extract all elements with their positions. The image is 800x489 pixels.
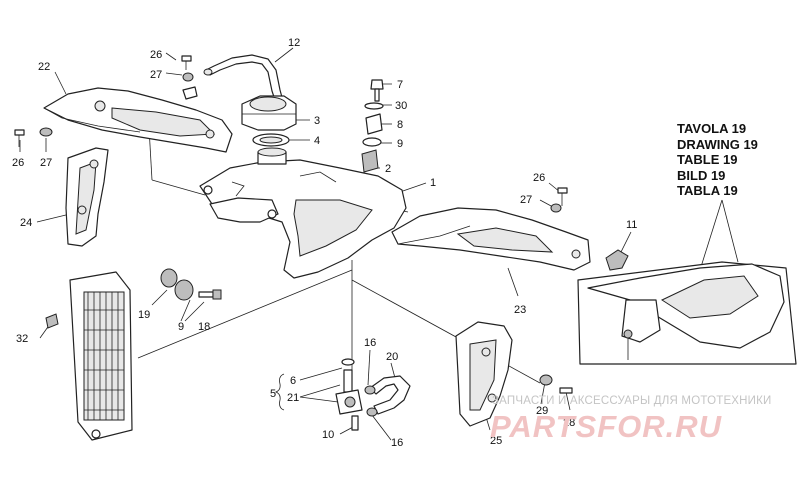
part-9-washer-top xyxy=(362,137,382,147)
callout-27-right: 27 xyxy=(520,194,532,206)
bolt-28 xyxy=(559,387,573,394)
callout-numbers: 12 26 27 22 7 30 8 9 2 3 4 1 26 27 24 32… xyxy=(12,37,637,449)
watermark-text: ЗАПЧАСТИ И АКСЕССУАРЫ ДЛЯ МОТОТЕХНИКИ xyxy=(492,395,772,407)
reference-line-drawing: DRAWING 19 xyxy=(677,136,758,152)
callout-1: 1 xyxy=(430,177,436,189)
callout-16-bottom: 16 xyxy=(391,437,403,449)
callout-9-top: 9 xyxy=(397,138,403,150)
callout-29: 29 xyxy=(536,405,548,417)
reference-line-tavola: TAVOLA 19 xyxy=(677,121,747,136)
callout-5-brace xyxy=(274,373,285,411)
part-32-clip xyxy=(45,313,59,329)
callout-20: 20 xyxy=(386,351,398,363)
bolt-26-top xyxy=(181,55,192,70)
washer-27-left xyxy=(39,127,53,137)
part-25-side-panel xyxy=(455,321,513,427)
callout-30: 30 xyxy=(395,100,407,112)
callout-27-top: 27 xyxy=(150,69,162,81)
clip-near-22 xyxy=(182,86,198,100)
callout-23: 23 xyxy=(514,304,526,316)
bolt-26-left xyxy=(14,129,25,147)
washer-27-right xyxy=(550,203,562,213)
part-22-left-tank-cover xyxy=(43,87,233,153)
reference-line-table: TABLE 19 xyxy=(677,152,738,167)
callout-27-left: 27 xyxy=(40,157,52,169)
part-4-gasket xyxy=(252,133,290,147)
callout-2: 2 xyxy=(385,163,391,175)
callout-4: 4 xyxy=(314,135,320,147)
part-8-spacer xyxy=(365,113,383,135)
callout-24: 24 xyxy=(20,217,32,229)
washer-27-top xyxy=(182,72,194,82)
drawing-reference-block: TAVOLA 19 DRAWING 19 TABLE 19 BILD 19 TA… xyxy=(677,121,758,199)
part-11-bracket xyxy=(605,249,629,271)
reference-line-bild: BILD 19 xyxy=(677,167,726,183)
part-3-filler-cap xyxy=(241,95,297,131)
detail-inset xyxy=(577,261,797,365)
bolt-26-right xyxy=(557,187,568,206)
petcock-assembly xyxy=(335,358,363,431)
callout-19: 19 xyxy=(138,309,150,321)
callout-6: 6 xyxy=(290,375,296,387)
callout-26-right: 26 xyxy=(533,172,545,184)
callout-8: 8 xyxy=(397,119,403,131)
callout-21: 21 xyxy=(287,392,299,404)
part-30-washer xyxy=(364,102,384,110)
part-19-rubber xyxy=(160,268,178,288)
callout-22: 22 xyxy=(38,61,50,73)
part-23-right-tank-cover xyxy=(391,207,591,271)
callout-18: 18 xyxy=(198,321,210,333)
callout-32: 32 xyxy=(16,333,28,345)
callout-7: 7 xyxy=(397,79,403,91)
part-9-bushing xyxy=(174,279,194,301)
part-7-bolt xyxy=(370,79,384,102)
callout-11: 11 xyxy=(626,219,637,231)
callout-9-mid: 9 xyxy=(178,321,184,333)
part-16-clamps xyxy=(364,385,378,417)
radiator xyxy=(69,271,133,441)
callout-25: 25 xyxy=(490,435,502,447)
callout-26-left: 26 xyxy=(12,157,24,169)
callout-10: 10 xyxy=(322,429,334,441)
part-20-fuel-hose xyxy=(369,375,411,415)
part-1-fuel-tank xyxy=(199,147,407,279)
part-2-rubber-mount xyxy=(361,149,379,173)
callout-16-top: 16 xyxy=(364,337,376,349)
part-24-side-panel xyxy=(65,147,109,247)
washer-29 xyxy=(539,374,553,386)
callout-3: 3 xyxy=(314,115,320,127)
reference-line-tabla: TABLA 19 xyxy=(677,183,738,198)
watermark-logo: PARTSFOR.RU xyxy=(490,409,723,444)
part-18-bolt xyxy=(198,289,222,300)
callout-28: 28 xyxy=(563,417,575,429)
callout-26-top: 26 xyxy=(150,49,162,61)
callout-12: 12 xyxy=(288,37,300,49)
callout-5: 5 xyxy=(270,388,276,400)
leader-lines xyxy=(19,47,739,441)
